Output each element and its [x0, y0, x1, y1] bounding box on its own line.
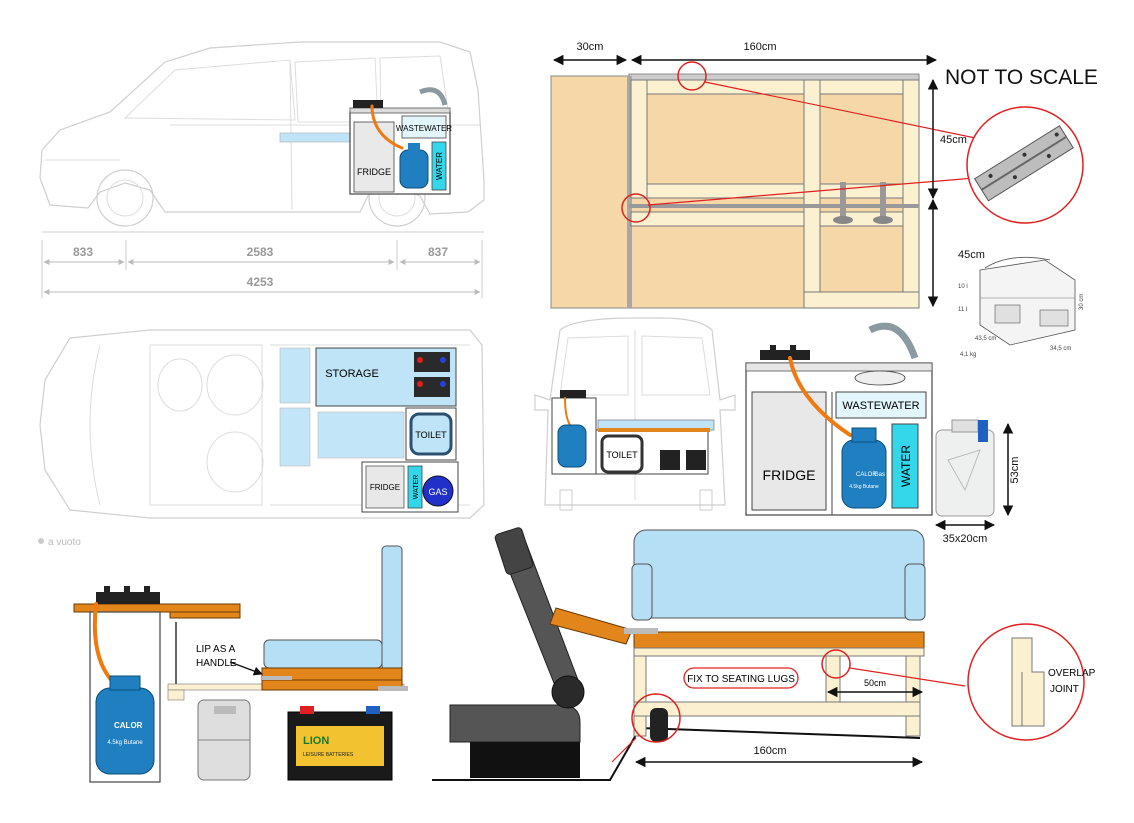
toilet-spec-11l: 11 l: [958, 307, 967, 313]
dim-50cm: 50cm: [864, 678, 886, 688]
dim-45cm-upper: 45cm: [940, 134, 967, 146]
kitchen-stove-icon: [760, 350, 810, 360]
top-storage-label: STORAGE: [325, 368, 379, 380]
dim-30cm: 30cm: [577, 41, 604, 53]
side-fridge-label: FRIDGE: [357, 167, 391, 177]
top-battery-2: [414, 377, 450, 397]
top-fridge-label: FRIDGE: [370, 483, 400, 492]
ll-calor-text: 4.5kg Butane: [107, 740, 143, 746]
side-stove-icon: [353, 100, 383, 108]
top-gas-label: GAS: [428, 487, 447, 497]
ll-calor-brand: CALOR: [114, 721, 143, 730]
kitchen-water-label: WATER: [899, 445, 913, 487]
van-side-view: WASTEWATER FRIDGE WATER: [39, 41, 485, 227]
kitchen-gas-brand: CALOR: [856, 472, 877, 478]
toilet-spec-drawing: 10 l 11 l 30 cm 43,5 cm 34,5 cm 4,1 kg: [958, 256, 1085, 358]
rear-toilet-label: TOILET: [606, 450, 638, 460]
ll-battery-sub: LEISURE BATTERIES: [303, 752, 354, 758]
kitchen-fridge-box: [751, 391, 827, 511]
toilet-spec-10l: 10 l: [958, 284, 968, 290]
kitchen-gas-text: 4.5kg Butane: [849, 484, 879, 490]
side-wastewater-box: [401, 115, 447, 139]
side-fridge-box: [353, 121, 395, 193]
bed-frame-plan: 30cm 160cm 45cm 45cm NOT TO SCALE: [550, 41, 1098, 309]
overlap-label-line2: JOINT: [1050, 684, 1079, 695]
side-water-label: WATER: [435, 152, 444, 180]
kitchen-unit-detail: FRIDGE WASTEWATER WATER CALOR Gas 4.5kg …: [745, 322, 1021, 545]
not-to-scale-label: NOT TO SCALE: [945, 66, 1098, 89]
dim-front-overhang: 833: [73, 245, 93, 259]
top-battery-1: [414, 352, 450, 372]
lip-label-line1: LIP AS A: [196, 644, 236, 655]
overlap-label-line1: OVERLAP: [1048, 668, 1096, 679]
lower-right-section: FIX TO SEATING LUGS 50cm 160cm OVERLAP J…: [432, 527, 1096, 781]
ll-gas-bottle: [95, 687, 155, 775]
top-footnote: a vuoto: [48, 537, 81, 548]
side-gas-bottle: [399, 149, 429, 189]
dim-total-length: 4253: [247, 275, 274, 289]
toilet-spec-height: 30 cm: [1079, 294, 1085, 310]
top-toilet-label: TOILET: [415, 430, 447, 440]
van-rear-view: TOILET: [534, 317, 736, 511]
dim-wheelbase: 2583: [247, 245, 274, 259]
fix-to-seating-lugs-label: FIX TO SEATING LUGS: [687, 674, 795, 685]
lip-label-line2: HANDLE: [196, 658, 237, 669]
side-wastewater-label: WASTEWATER: [396, 124, 452, 133]
side-water-box: [431, 141, 447, 191]
ll-battery-brand: LION: [303, 735, 329, 747]
toilet-spec-width: 34,5 cm: [1050, 346, 1071, 352]
toilet-spec-weight: 4,1 kg: [960, 352, 976, 358]
dim-160cm-bottom: 160cm: [753, 745, 786, 757]
top-water-box: [407, 465, 423, 509]
kitchen-water-tank: [891, 423, 919, 509]
kitchen-wastewater-box: [835, 391, 927, 419]
rear-gas-bottle: [557, 424, 587, 468]
kitchen-fridge-label: FRIDGE: [763, 467, 816, 483]
top-gas-circle: [422, 475, 454, 507]
car-seat: [449, 704, 581, 743]
top-fridge-box: [365, 465, 405, 509]
dim-35x20cm: 35x20cm: [943, 533, 988, 545]
kitchen-gas-brand2: Gas: [874, 472, 885, 478]
rear-battery-1: [660, 450, 680, 470]
rear-battery-2: [686, 450, 706, 470]
van-side-dimensions: 833 2583 837 4253: [41, 231, 484, 298]
dim-45cm-lower: 45cm: [958, 249, 985, 261]
dim-rear-overhang: 837: [428, 245, 448, 259]
ll-stove-icon: [96, 592, 160, 604]
dim-160cm-top: 160cm: [743, 41, 776, 53]
lower-left-section: CALOR 4.5kg Butane LIP AS A HANDLE LION …: [73, 545, 408, 783]
toilet-spec-depth: 43,5 cm: [975, 336, 996, 342]
dim-53cm: 53cm: [1009, 457, 1021, 484]
water-container: [935, 429, 995, 517]
van-top-view: STORAGE TOILET FRIDGE WATER GAS a vuoto: [38, 329, 485, 548]
kitchen-wastewater-label: WASTEWATER: [842, 400, 919, 412]
top-water-label: WATER: [413, 475, 420, 500]
